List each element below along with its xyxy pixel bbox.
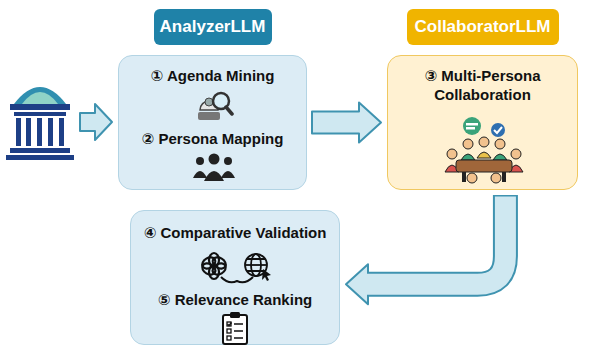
meeting-icon bbox=[442, 116, 526, 188]
stage-heading: AnalyzerLLM bbox=[154, 9, 272, 45]
step-label: ① Agenda Mining bbox=[151, 66, 275, 85]
step-label: ⑤ Relevance Ranking bbox=[158, 290, 312, 309]
process-box: ④ Comparative Validation ⑤ Relevance Rank… bbox=[130, 210, 340, 345]
globe-icon-graphic bbox=[241, 251, 273, 281]
stage-heading: CollaboratorLLM bbox=[407, 9, 559, 45]
agenda-icon-graphic bbox=[194, 88, 234, 122]
arrow-outline bbox=[368, 195, 505, 284]
process-box: AnalyzerLLM① Agenda Mining② Persona Mapp… bbox=[118, 55, 307, 190]
clipboard-icon-graphic bbox=[220, 311, 250, 345]
agenda-icon bbox=[194, 88, 234, 126]
persona-icon-graphic bbox=[191, 152, 237, 182]
meeting-icon-graphic bbox=[442, 116, 526, 184]
arrow-body bbox=[366, 197, 505, 285]
persona-icon bbox=[191, 152, 237, 186]
step-label: ③ Multi-Persona Collaboration bbox=[408, 66, 558, 104]
flow-arrow bbox=[346, 195, 505, 304]
step-label: ④ Comparative Validation bbox=[144, 223, 327, 242]
block-arrow bbox=[312, 103, 381, 143]
flow-arrow bbox=[312, 103, 381, 143]
knot-icon-graphic bbox=[199, 251, 229, 281]
clipboard-icon bbox=[220, 311, 250, 349]
process-box: CollaboratorLLM③ Multi-Persona Collabora… bbox=[387, 55, 578, 190]
arrow-head bbox=[346, 264, 368, 304]
parliament-building-icon bbox=[6, 87, 74, 160]
globe-icon bbox=[241, 251, 273, 285]
input-arrow bbox=[80, 104, 112, 140]
step-label: ② Persona Mapping bbox=[142, 129, 284, 148]
